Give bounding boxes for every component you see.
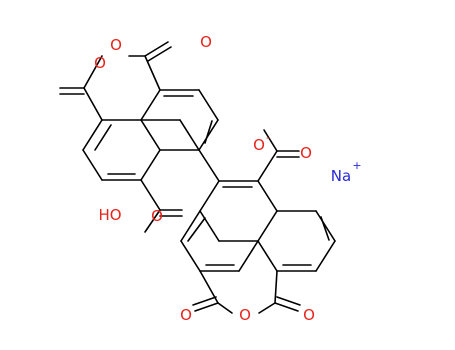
bond [144,55,161,91]
bond [263,129,278,152]
bond [140,179,161,211]
bond-lines [59,41,336,314]
bond [194,302,219,312]
bond [140,149,161,181]
bond [83,87,103,121]
bond-double-inner [187,217,206,242]
charge-positive: + [352,159,361,172]
bond [199,210,220,242]
bond [192,296,217,306]
bond-double-inner [204,120,213,144]
charge-negative: - [266,131,270,144]
bond [82,149,103,181]
bond [180,240,201,272]
atom-labels: O O O HO O O - O O O O Na + [94,33,362,324]
bond [180,210,201,242]
bond [217,302,233,314]
bond [257,210,278,242]
bond [198,149,220,182]
atom-hydroxyl-label: HO [98,206,121,224]
bond [82,119,103,151]
bond [315,240,336,272]
bond [257,180,278,212]
atom-oxygen-upper-right: O [200,33,212,51]
bond [147,46,172,62]
atom-oxygen-carboxylate: O [253,136,265,154]
bond [179,119,200,151]
bond [198,119,219,151]
bond [144,209,161,233]
bond [257,240,278,272]
bond [140,119,161,151]
bond [199,270,219,304]
bond-double-inner [94,124,112,151]
bond [238,240,259,272]
bond [274,302,299,312]
bond [199,180,220,212]
bond [83,55,103,89]
atom-oxygen-upper-left: O [94,54,106,72]
bond [198,89,219,121]
atom-oxygen-lower-left: O [180,306,192,324]
atom-oxygen-carboxylate-double: O [300,144,312,162]
atom-oxygen-lower-right: O [303,306,315,324]
atom-sodium: Na [331,167,351,185]
bond [144,41,169,57]
bond [257,150,278,182]
bond [315,210,336,242]
atom-oxygen-carboxyl-upper: O [151,207,163,225]
bond [276,296,301,306]
bond [274,270,278,304]
atom-oxygen-lower-ring: O [239,306,251,324]
atom-oxygen-upper-ring: O [110,36,122,54]
bond [140,89,161,121]
bond-double-inner [320,216,330,241]
bond [258,302,276,314]
